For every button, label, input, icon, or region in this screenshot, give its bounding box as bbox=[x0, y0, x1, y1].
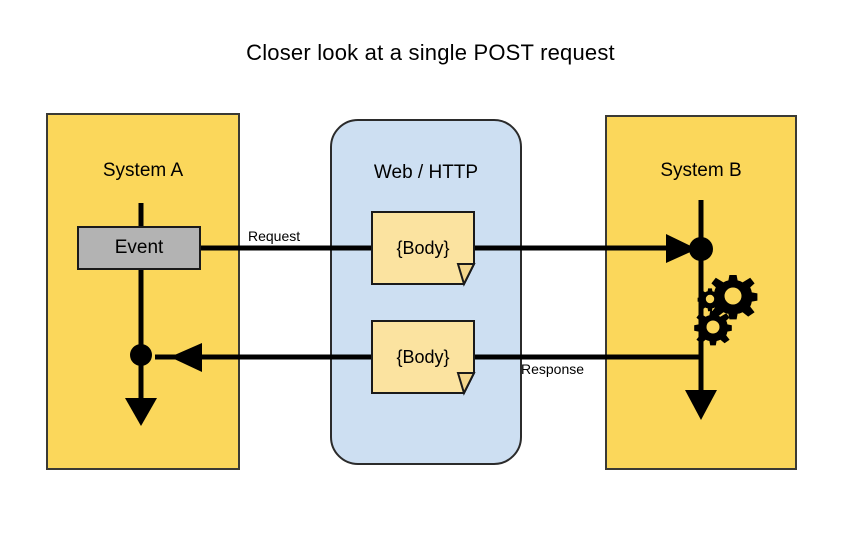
system-b-lifeline bbox=[685, 200, 717, 420]
edge-label-response: Response bbox=[521, 361, 585, 377]
system-b-arrow-down-icon bbox=[685, 390, 717, 420]
note-request-body-label: {Body} bbox=[372, 212, 474, 284]
note-response-body-text: {Body} bbox=[396, 346, 450, 367]
gears-icon bbox=[694, 275, 758, 346]
note-request-body-text: {Body} bbox=[396, 237, 450, 258]
note-request-body[interactable] bbox=[371, 211, 476, 287]
response-edge[interactable] bbox=[155, 343, 701, 372]
panel-web-http[interactable] bbox=[330, 119, 522, 465]
page-title: Closer look at a single POST request bbox=[246, 40, 615, 65]
edge-label-request: Request bbox=[248, 228, 301, 244]
panel-label-system-a: System A bbox=[102, 160, 184, 181]
note-fold-corner-icon bbox=[456, 372, 476, 396]
system-a-arrow-down-icon bbox=[125, 398, 157, 426]
note-response-body[interactable] bbox=[371, 320, 476, 396]
note-fold-corner-icon bbox=[456, 263, 476, 287]
system-a-lifeline bbox=[125, 203, 157, 426]
panel-label-system-b: System B bbox=[660, 160, 742, 181]
event-box[interactable]: Event bbox=[77, 226, 201, 270]
response-arrowhead-icon bbox=[170, 343, 202, 372]
panel-label-web-http: Web / HTTP bbox=[373, 162, 479, 183]
request-arrowhead-icon bbox=[666, 234, 697, 263]
request-edge[interactable] bbox=[201, 234, 697, 263]
note-response-body-label: {Body} bbox=[372, 321, 474, 393]
